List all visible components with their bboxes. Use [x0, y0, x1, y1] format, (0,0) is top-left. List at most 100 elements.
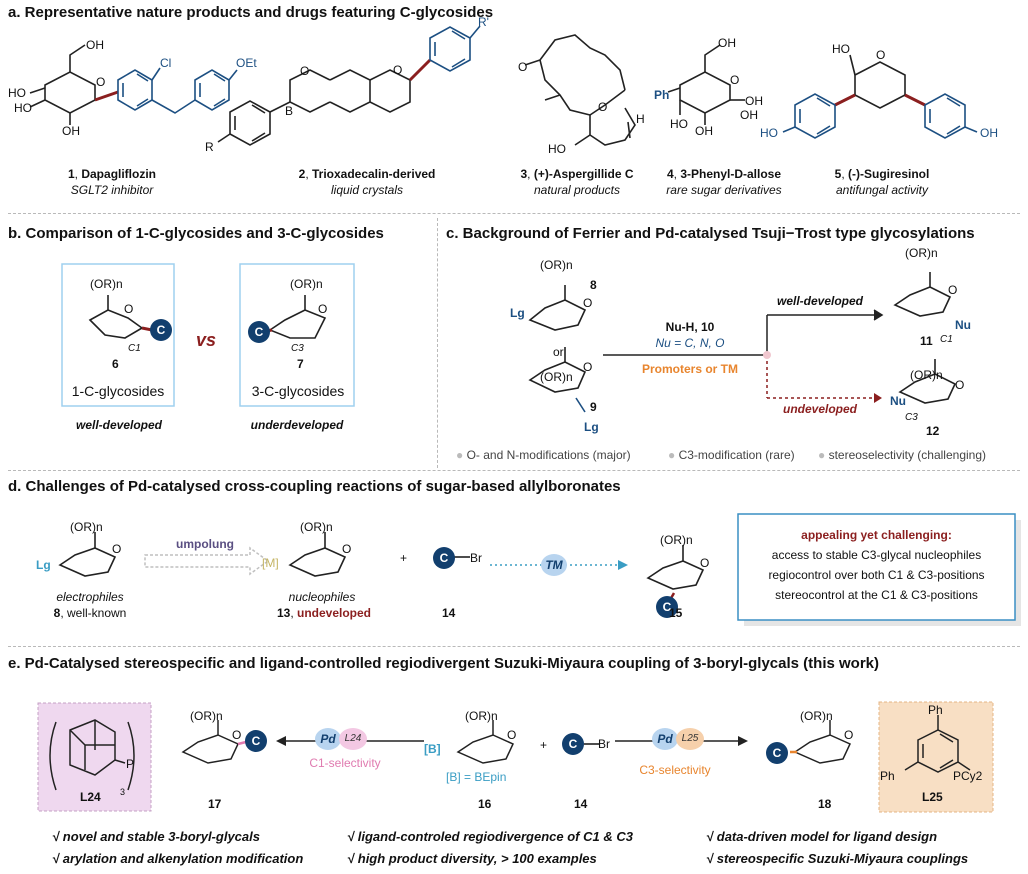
atom-o: O [955, 378, 965, 392]
atom-o: O [318, 302, 328, 316]
br-label: Br [598, 737, 610, 751]
bullet-1: √ novel and stable 3-boryl-glycals [52, 829, 260, 844]
well-developed-label: well-developed [75, 418, 163, 432]
atom-oh: OH [62, 124, 80, 138]
compound-11-num: 11 [920, 334, 933, 348]
compound-6-num: 6 [112, 357, 119, 371]
atom-b: B [285, 104, 294, 118]
atom-oh: OH [980, 126, 998, 140]
atom-o: O [598, 100, 608, 114]
atom-h: H [636, 112, 645, 126]
bepin-definition: [B] = BEpin [446, 770, 507, 784]
atom-oh: OH [695, 124, 713, 138]
divider [8, 646, 1020, 647]
or-n-label: (OR)n [300, 520, 333, 534]
challenge-box [737, 513, 1016, 621]
c1-selectivity: C1-selectivity [309, 756, 381, 770]
atom-ho: HO [14, 101, 32, 115]
umpolung-label: umpolung [176, 537, 234, 551]
lg-label: Lg [510, 306, 525, 320]
atom-o: O [876, 48, 886, 62]
divider [437, 218, 438, 468]
c-node: C [150, 319, 172, 341]
box-line-1: access to stable C3-glycal nucleophiles [771, 548, 982, 562]
atom-o: O [393, 63, 403, 77]
ligand-l25-box [878, 701, 994, 813]
compound-8-num: 8 [590, 278, 597, 292]
section-c-title: c. Background of Ferrier and Pd-catalyse… [446, 225, 975, 242]
section-a-title: a. Representative nature products and dr… [8, 4, 494, 21]
bullet-4: √ high product diversity, > 100 examples [347, 851, 597, 866]
atom-ph: Ph [654, 88, 670, 102]
atom-r-prime: R' [478, 15, 489, 29]
atom-oh: OH [740, 108, 758, 122]
atom-ho: HO [548, 142, 566, 156]
section-e-title: e. Pd-Catalysed stereospecific and ligan… [8, 655, 879, 672]
atom-cl: Cl [160, 56, 172, 70]
lg-label: Lg [584, 420, 599, 434]
divider [8, 470, 1020, 471]
atom-o: O [96, 75, 106, 89]
nucleophiles-label: nucleophiles [288, 590, 356, 604]
aspergillide-structure [524, 34, 636, 146]
c-node: C [562, 733, 584, 755]
or-n-label: (OR)n [540, 258, 573, 272]
compound-7-num: 7 [297, 357, 304, 371]
atom-o: O [300, 64, 310, 78]
c3-selectivity: C3-selectivity [639, 763, 711, 777]
compound-2-caption: 2, Trioxadecalin-derived liquid crystals [298, 167, 436, 197]
or-n-label: (OR)n [905, 246, 938, 260]
box-line-3: stereocontrol at the C1 & C3-positions [775, 588, 978, 602]
box-3c-glycosides [239, 263, 355, 407]
box-1c-glycosides [61, 263, 175, 407]
atom-o: O [518, 60, 528, 74]
compound-17-num: 17 [208, 797, 222, 811]
ligand-l24-badge: L24 [339, 728, 367, 750]
electrophiles-label: electrophiles [56, 590, 124, 604]
atom-ho: HO [670, 117, 688, 131]
c3-label: C3 [905, 412, 918, 423]
atom-o: O [583, 360, 593, 374]
compound-12-num: 12 [926, 424, 940, 438]
atom-o: O [507, 728, 517, 742]
atom-oh: OH [745, 94, 763, 108]
section-b-title: b. Comparison of 1-C-glycosides and 3-C-… [8, 225, 384, 242]
c-node: C [248, 321, 270, 343]
trioxadecalin-structure [217, 25, 481, 146]
atom-r: R [205, 140, 214, 154]
atom-o: O [730, 73, 740, 87]
electrophile-caption: 8, well-known [53, 606, 127, 620]
tm-catalyst: TM [541, 554, 567, 576]
note-3: ● stereoselectivity (challenging) [818, 448, 986, 462]
nu-label: Nu [955, 318, 971, 332]
vs-label: vs [196, 330, 217, 350]
atom-ho: HO [8, 86, 26, 100]
nu-label: Nu [890, 394, 906, 408]
c1-label: C1 [128, 343, 141, 354]
c1-label: C1 [940, 334, 953, 345]
or-n-label: (OR)n [910, 368, 943, 382]
adamantane-p: P [126, 757, 135, 771]
bullet-5: √ data-driven model for ligand design [706, 829, 938, 844]
compound-9-num: 9 [590, 400, 597, 414]
underdeveloped-label: underdeveloped [250, 418, 344, 432]
dapagliflozin-structure [29, 44, 238, 125]
3c-glycosides-label: 3-C-glycosides [251, 383, 345, 399]
nucleophile-caption: 13, undeveloped [276, 606, 372, 620]
atom-oh: OH [718, 36, 736, 50]
or-n-label: (OR)n [190, 709, 223, 723]
compound-16-num: 16 [478, 797, 492, 811]
box-title: appealing yet challenging: [801, 528, 952, 542]
note-1: ● O- and N-modifications (major) [456, 448, 631, 462]
atom-o: O [342, 542, 352, 556]
or-n-label: (OR)n [70, 520, 103, 534]
divider [8, 213, 1020, 214]
bullet-2: √ arylation and alkenylation modificatio… [52, 851, 304, 866]
pd-catalyst: Pd [315, 728, 341, 750]
compound-1-caption: 1, Dapagliflozin SGLT2 inhibitor [67, 167, 157, 197]
nu-definition: Nu = C, N, O [655, 336, 725, 350]
section-d-title: d. Challenges of Pd-catalysed cross-coup… [8, 478, 621, 495]
or-n-label: (OR)n [800, 709, 833, 723]
metal-label: [M] [262, 556, 279, 570]
c3-label: C3 [291, 343, 304, 354]
